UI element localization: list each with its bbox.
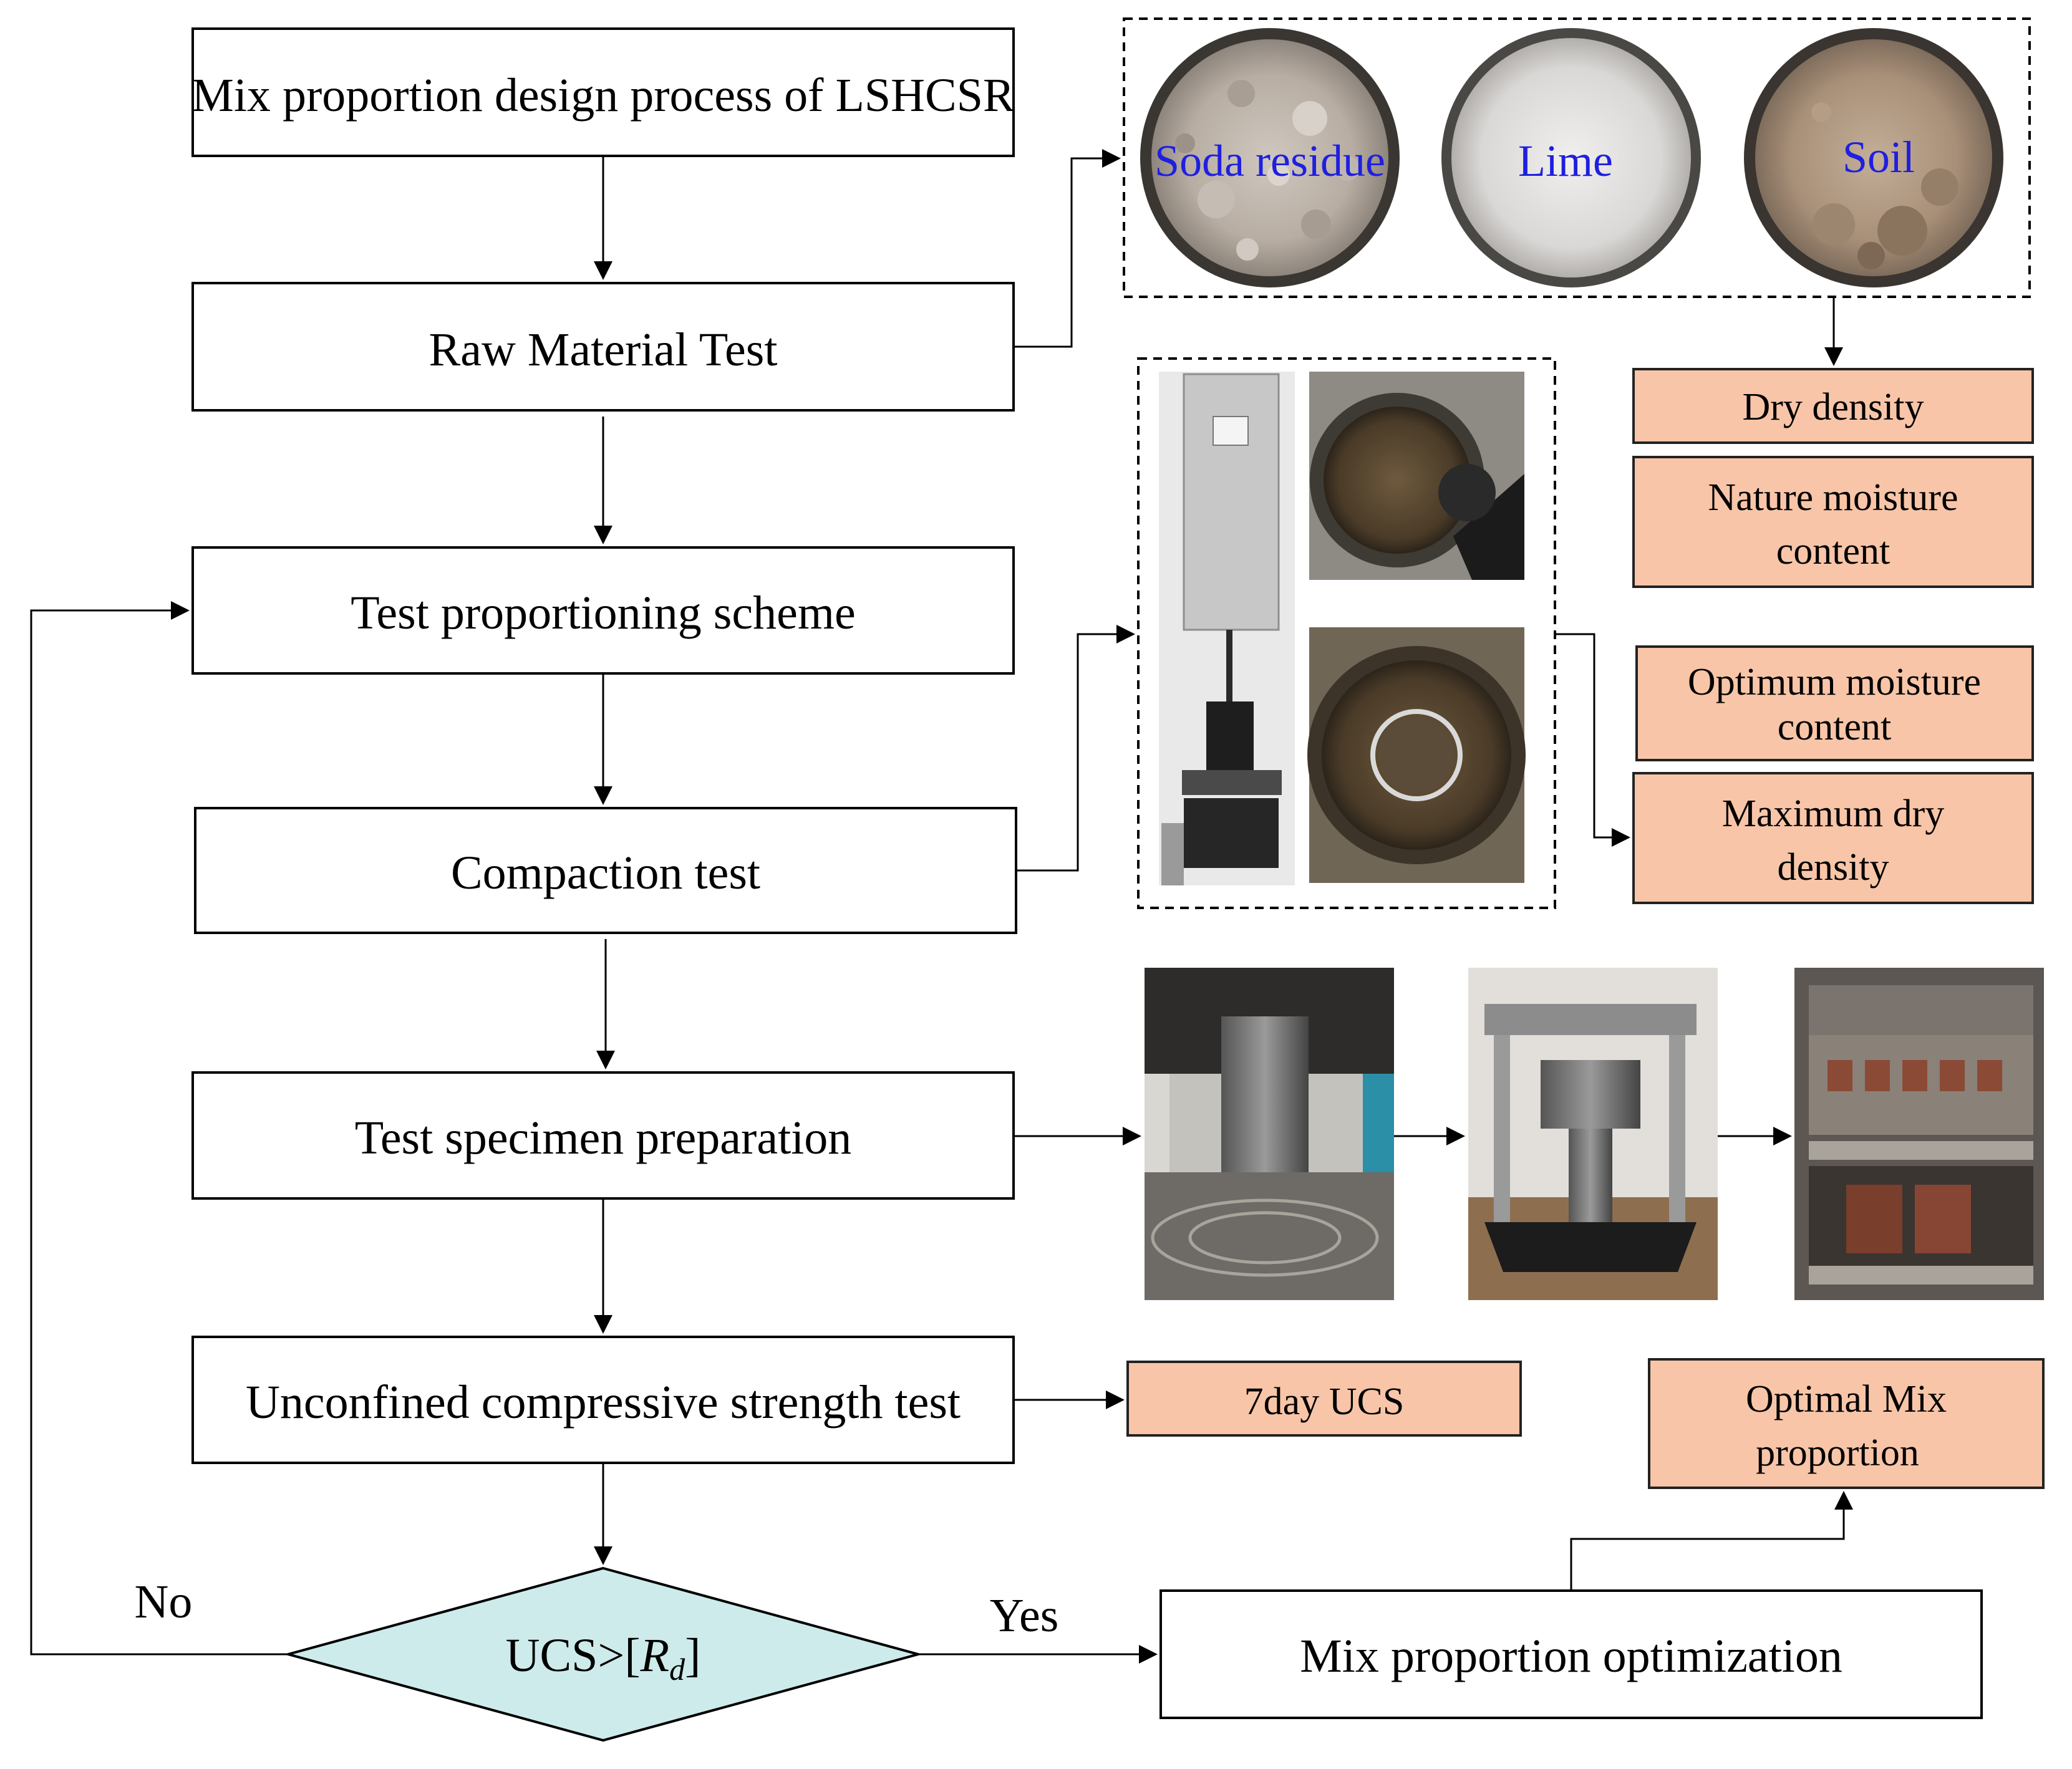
result-7day-ucs: 7day UCS: [1126, 1361, 1522, 1437]
node-specimen-preparation-label: Test specimen preparation: [355, 1112, 852, 1164]
optimal-mix-line2: proportion: [1756, 1432, 1919, 1474]
mold-assembly-photo: [1468, 968, 1718, 1300]
node-mix-design-process-label: Mix proportion design process of LSHCSR: [191, 69, 1015, 122]
raw-material-photo-panel: [1123, 17, 2031, 298]
edge-raw-to-materials: [1014, 149, 1121, 348]
node-raw-material-test: Raw Material Test: [191, 282, 1015, 412]
edge-no-loop: [30, 601, 288, 1656]
lime-label: Lime: [1518, 136, 1613, 186]
edge-compaction-to-photos: [1016, 625, 1135, 872]
node-mix-optimization: Mix proportion optimization: [1159, 1589, 1983, 1719]
node-ucs-test: Unconfined compressive strength test: [191, 1336, 1015, 1464]
ucs7-label: 7day UCS: [1244, 1381, 1405, 1423]
optimum-moisture-line2: content: [1778, 706, 1892, 748]
node-test-proportioning-label: Test proportioning scheme: [351, 587, 855, 639]
lime-photo: [1441, 28, 1701, 287]
no-label: No: [135, 1576, 193, 1628]
edge-photos-to-max-dry: [1555, 633, 1630, 847]
soda-residue-photo: [1140, 28, 1400, 287]
optimum-moisture-line1: Optimum moisture: [1688, 661, 1981, 703]
yes-label: Yes: [990, 1589, 1059, 1642]
node-decision-ucs: UCS>[Rd]: [283, 1566, 923, 1742]
optimal-mix-line1: Optimal Mix: [1746, 1378, 1947, 1420]
edge-optimization-to-optimal: [1570, 1491, 1853, 1591]
node-raw-material-test-label: Raw Material Test: [429, 324, 778, 376]
result-nature-moisture: Nature moisture content: [1632, 456, 2034, 588]
node-test-proportioning-scheme: Test proportioning scheme: [191, 546, 1015, 675]
node-compaction-test: Compaction test: [194, 807, 1017, 934]
node-compaction-test-label: Compaction test: [451, 847, 760, 899]
nature-moisture-line1: Nature moisture: [1708, 476, 1958, 519]
decision-diamond: [283, 1566, 923, 1742]
decision-label: UCS>[Rd]: [506, 1629, 701, 1687]
node-mix-design-process: Mix proportion design process of LSHCSR: [191, 27, 1015, 157]
max-dry-density-line1: Maximum dry: [1722, 793, 1944, 835]
mold-top-photo: [1309, 372, 1524, 580]
compaction-machine-photo: [1159, 372, 1295, 885]
curing-box-photo: [1794, 968, 2044, 1300]
node-test-specimen-preparation: Test specimen preparation: [191, 1071, 1015, 1200]
dry-density-label: Dry density: [1742, 386, 1924, 428]
soil-label: Soil: [1842, 132, 1915, 182]
node-mix-optimization-label: Mix proportion optimization: [1300, 1630, 1842, 1682]
max-dry-density-line2: density: [1777, 846, 1889, 889]
mold-bottom-photo: [1307, 627, 1526, 883]
node-ucs-test-label: Unconfined compressive strength test: [246, 1376, 961, 1429]
result-maximum-dry-density: Maximum dry density: [1632, 772, 2034, 904]
result-dry-density: Dry density: [1632, 368, 2034, 444]
soda-residue-label: Soda residue: [1155, 136, 1385, 186]
soil-photo: [1744, 28, 2003, 287]
nature-moisture-line2: content: [1776, 530, 1890, 572]
result-optimal-mix: Optimal Mix proportion: [1648, 1358, 2045, 1489]
press-photo: [1145, 968, 1394, 1300]
result-optimum-moisture: Optimum moisture content: [1635, 645, 2034, 761]
